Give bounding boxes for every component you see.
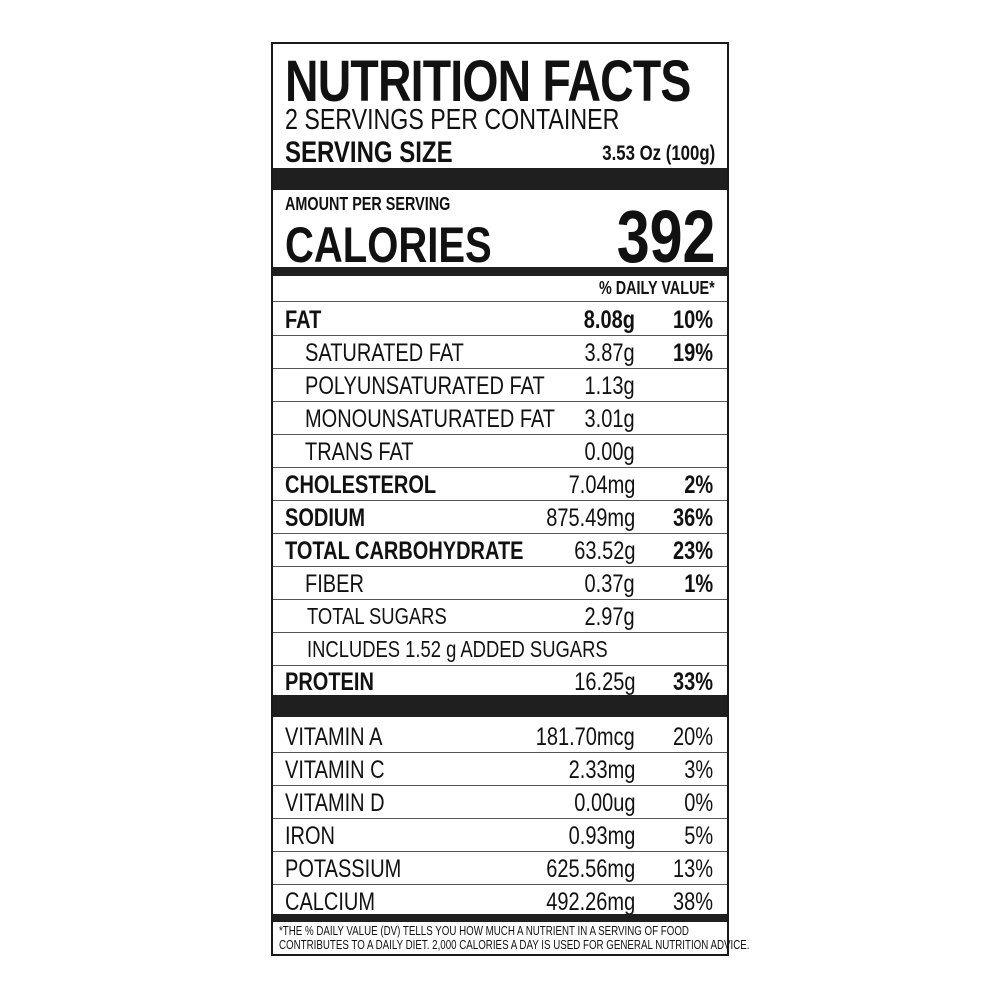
vitamin-row-vitamin-a: VITAMIN A 181.70mcg 20% <box>273 720 727 753</box>
divider <box>273 301 727 302</box>
nutrient-row-saturated-fat: SATURATED FAT 3.87g 19% <box>273 336 727 369</box>
nutrient-row-trans-fat: TRANS FAT 0.00g <box>273 435 727 468</box>
nutrient-row-added-sugars: INCLUDES 1.52 g ADDED SUGARS <box>273 633 727 666</box>
vitamin-row-calcium: CALCIUM 492.26mg 38% <box>285 888 713 916</box>
medium-divider <box>273 914 727 922</box>
thick-divider <box>273 695 727 717</box>
nutrient-row-monounsaturated-fat: MONOUNSATURATED FAT 3.01g <box>273 402 727 435</box>
nutrient-row-cholesterol: CHOLESTEROL 7.04mg 2% <box>273 468 727 501</box>
calories-value: 392 <box>616 195 715 278</box>
nutrient-row-fat: FAT 8.08g 10% <box>273 303 727 336</box>
serving-size-label: SERVING SIZE <box>285 136 453 169</box>
nutrient-row-fiber: FIBER 0.37g 1% <box>273 567 727 600</box>
thick-divider <box>273 168 727 190</box>
label-title: NUTRITION FACTS <box>285 49 691 114</box>
daily-value-header: % DAILY VALUE* <box>599 278 715 298</box>
vitamin-row-vitamin-d: VITAMIN D 0.00ug 0% <box>273 786 727 819</box>
nutrient-row-polyunsaturated-fat: POLYUNSATURATED FAT 1.13g <box>273 369 727 402</box>
serving-size-value: 3.53 Oz (100g) <box>602 142 715 165</box>
medium-divider <box>273 267 727 276</box>
nutrient-row-protein: PROTEIN 16.25g 33% <box>285 668 713 696</box>
nutrient-row-total-carbohydrate: TOTAL CARBOHYDRATE 63.52g 23% <box>273 534 727 567</box>
calories-label: CALORIES <box>285 217 492 273</box>
nutrient-row-sodium: SODIUM 875.49mg 36% <box>273 501 727 534</box>
amount-per-serving: AMOUNT PER SERVING <box>285 194 451 214</box>
vitamin-row-iron: IRON 0.93mg 5% <box>273 819 727 852</box>
footnote: *THE % DAILY VALUE (DV) TELLS YOU HOW MU… <box>279 924 750 952</box>
vitamin-row-potassium: POTASSIUM 625.56mg 13% <box>273 852 727 885</box>
vitamin-row-vitamin-c: VITAMIN C 2.33mg 3% <box>273 753 727 786</box>
nutrient-row-total-sugars: TOTAL SUGARS 2.97g <box>273 600 727 633</box>
nutrition-facts-label: NUTRITION FACTS 2 SERVINGS PER CONTAINER… <box>271 42 749 956</box>
servings-per-container: 2 SERVINGS PER CONTAINER <box>285 104 620 136</box>
